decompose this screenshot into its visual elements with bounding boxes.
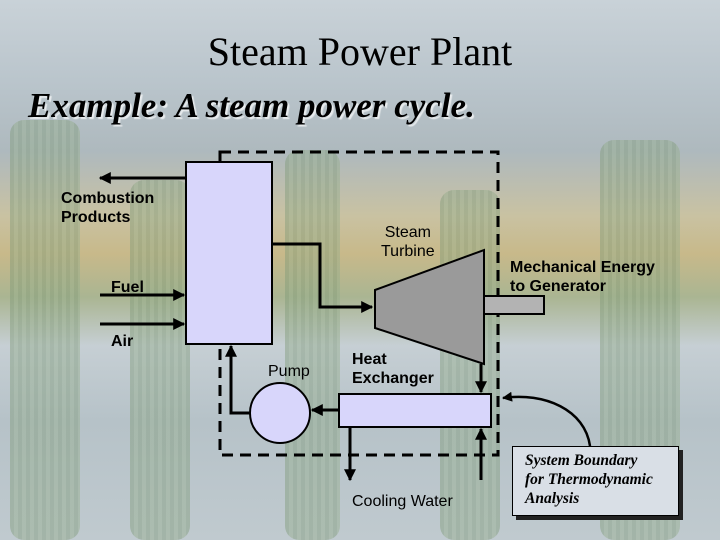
slide-title: Steam Power Plant <box>207 29 513 74</box>
turbine-shaft <box>483 295 545 315</box>
background-cactus <box>440 190 500 540</box>
steam-line <box>272 242 374 313</box>
steam-turbine <box>374 248 485 366</box>
pump-label: Pump <box>268 363 310 380</box>
boundary-pointer-arrow <box>502 391 592 447</box>
pump <box>249 382 311 444</box>
steam-turbine-label: Steam Turbine <box>381 224 435 260</box>
background-cactus <box>130 180 190 540</box>
boiler <box>185 161 273 345</box>
feedwater-line <box>225 344 250 415</box>
fuel-label: Fuel <box>111 279 144 296</box>
mechanical-energy-label: Mechanical Energy to Generator <box>510 259 655 295</box>
system-boundary-text: System Boundary for Thermodynamic Analys… <box>525 452 653 507</box>
heat-exchanger-label: Heat Exchanger <box>352 351 434 387</box>
combustion-products-label: Combustion Products <box>61 190 155 226</box>
cooling-water-label: Cooling Water <box>352 493 453 510</box>
heat-exchanger <box>338 393 492 428</box>
slide-subtitle: Example: A steam power cycle. <box>28 86 475 125</box>
air-label: Air <box>111 333 134 350</box>
system-boundary-label: System Boundary for Thermodynamic Analys… <box>512 446 679 516</box>
background-cactus <box>10 120 80 540</box>
background-cactus <box>285 150 340 540</box>
